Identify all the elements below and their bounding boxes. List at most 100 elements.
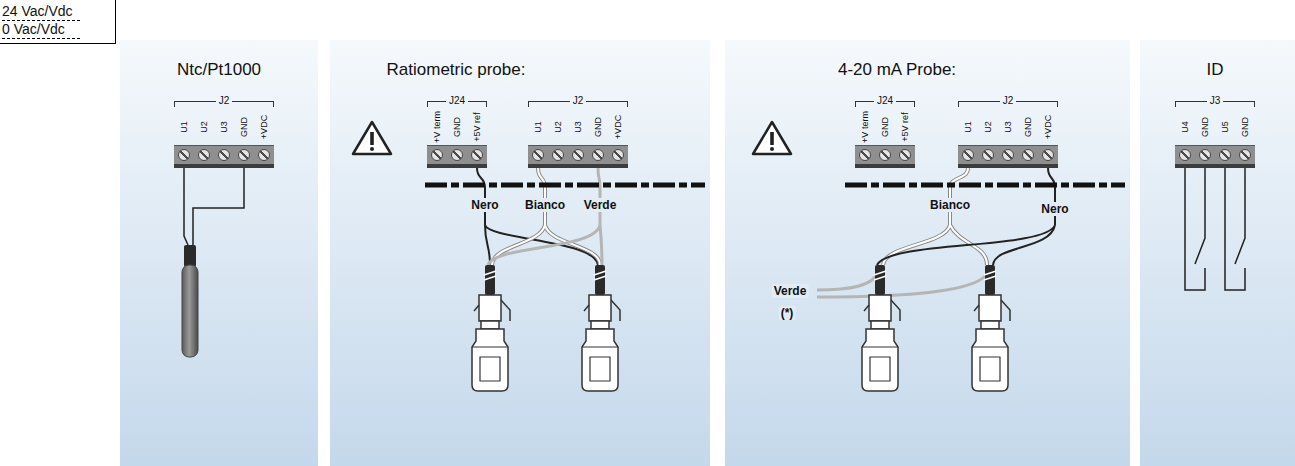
screw-head — [1022, 149, 1034, 161]
pin-name: +5V ref — [900, 112, 910, 141]
header-bracket — [174, 101, 216, 107]
terminal-header: J2 — [958, 95, 1058, 109]
screw-head — [1042, 149, 1054, 161]
current-probe-drawing — [725, 40, 1130, 466]
pin-name: GND — [593, 117, 603, 137]
pin-cell: +VDC — [1038, 109, 1058, 145]
pin-name: GND — [239, 117, 249, 137]
screw-cell — [548, 146, 568, 164]
pin-name: GND — [1240, 117, 1250, 137]
terminal-name: J2 — [216, 95, 233, 107]
screw-strip — [958, 145, 1058, 168]
ntc-probe — [184, 245, 196, 267]
ratiometric-drawing — [330, 40, 710, 466]
pin-cell: U2 — [194, 109, 214, 145]
pin-name: U1 — [179, 121, 189, 133]
screw-strip — [174, 145, 274, 168]
switch-contact — [1185, 168, 1205, 290]
screw-cell — [234, 146, 254, 164]
terminal-name: J3 — [1207, 95, 1224, 107]
screw-head — [859, 149, 871, 161]
screw-cell — [875, 146, 895, 164]
pin-name: GND — [452, 117, 462, 137]
screw-head — [1002, 149, 1014, 161]
screw-head — [238, 149, 250, 161]
pin-name: +V term — [432, 111, 442, 143]
screw-head — [471, 149, 483, 161]
screw-head — [592, 149, 604, 161]
screw-cell — [958, 146, 978, 164]
pin-cell: +5V ref — [467, 109, 487, 145]
pin-name: U3 — [1003, 121, 1013, 133]
header-bracket — [1223, 101, 1255, 107]
pin-row: +V termGND+5V ref — [855, 109, 915, 145]
screw-cell — [214, 146, 234, 164]
pin-cell: GND — [1018, 109, 1038, 145]
screw-head — [198, 149, 210, 161]
pressure-probe — [582, 265, 620, 391]
pin-cell: GND — [1235, 109, 1255, 145]
switch-contact — [1185, 168, 1245, 290]
ntc-probe — [182, 265, 198, 357]
screw-cell — [978, 146, 998, 164]
terminal-name: J24 — [874, 95, 896, 107]
screw-cell — [855, 146, 875, 164]
pin-cell: +V term — [855, 109, 875, 145]
terminal-block: J2U1U2U3GND+VDC — [528, 95, 628, 168]
screw-cell — [895, 146, 915, 164]
probe-panel: Ntc/Pt1000J2U1U2U3GND+VDC — [120, 40, 318, 466]
screw-cell — [1018, 146, 1038, 164]
pin-cell: GND — [447, 109, 467, 145]
warning-symbol — [753, 122, 791, 154]
pin-name: U2 — [983, 121, 993, 133]
supply-box: 24 Vac/Vdc0 Vac/Vdc — [0, 0, 116, 44]
probe-panel: IDJ3U4GNDU5GND — [1140, 40, 1295, 466]
pin-cell: +VDC — [608, 109, 628, 145]
terminal-header: J24 — [427, 95, 487, 109]
header-bracket — [1016, 101, 1058, 107]
screw-cell — [467, 146, 487, 164]
screw-head — [451, 149, 463, 161]
header-bracket — [468, 101, 487, 107]
probe-panel: Ratiometric probe:J24+V termGND+5V refJ2… — [330, 40, 710, 466]
pin-cell: GND — [1195, 109, 1215, 145]
cable-bar — [425, 183, 705, 188]
header-bracket — [586, 101, 628, 107]
pressure-probe — [472, 265, 510, 391]
wire-colour-label: (*) — [779, 306, 796, 320]
pin-cell: GND — [234, 109, 254, 145]
pin-name: U2 — [553, 121, 563, 133]
supply-label: 24 Vac/Vdc — [2, 3, 80, 21]
pin-row: U1U2U3GND+VDC — [528, 109, 628, 145]
wire-colour-label: Verde — [582, 198, 619, 212]
header-bracket — [958, 101, 1000, 107]
terminal-header: J24 — [855, 95, 915, 109]
screw-head — [1179, 149, 1191, 161]
header-bracket — [1175, 101, 1207, 107]
terminal-block: J3U4GNDU5GND — [1175, 95, 1255, 168]
pin-name: U4 — [1180, 121, 1190, 133]
pin-cell: +5V ref — [895, 109, 915, 145]
pin-cell: U1 — [174, 109, 194, 145]
pin-cell: U1 — [528, 109, 548, 145]
current-probe — [862, 265, 900, 391]
pin-cell: U1 — [958, 109, 978, 145]
screw-cell — [1038, 146, 1058, 164]
pin-cell: U3 — [214, 109, 234, 145]
pin-row: +V term GND +5V ref — [427, 109, 487, 145]
screw-cell — [427, 146, 447, 164]
pin-name: GND — [1023, 117, 1033, 137]
screw-cell — [194, 146, 214, 164]
screw-head — [899, 149, 911, 161]
screw-head — [1219, 149, 1231, 161]
terminal-name: J24 — [446, 95, 468, 107]
screw-head — [1239, 149, 1251, 161]
screw-head — [572, 149, 584, 161]
pin-cell: U2 — [548, 109, 568, 145]
pin-cell: U2 — [978, 109, 998, 145]
terminal-block: J24 +V termGND+5V ref — [855, 95, 915, 168]
pin-name: U1 — [963, 121, 973, 133]
screw-cell — [1195, 146, 1215, 164]
terminal-header: J3 — [1175, 95, 1255, 109]
